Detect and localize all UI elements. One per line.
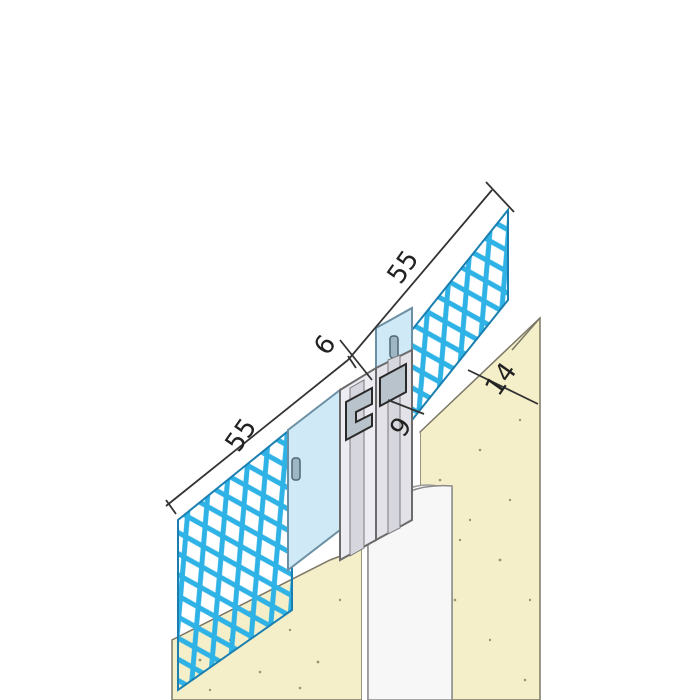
dimension-lines <box>165 181 539 515</box>
dimension-label-gap-6: 6 <box>308 330 342 361</box>
joint-profile-channel <box>339 348 413 562</box>
dimension-label-right-55: 55 <box>382 245 426 289</box>
left-profile-wing <box>287 387 341 573</box>
dimension-label-left-55: 55 <box>220 413 264 457</box>
left-expanded-metal-mesh <box>177 425 293 692</box>
plaster-texture-dots <box>198 418 532 692</box>
